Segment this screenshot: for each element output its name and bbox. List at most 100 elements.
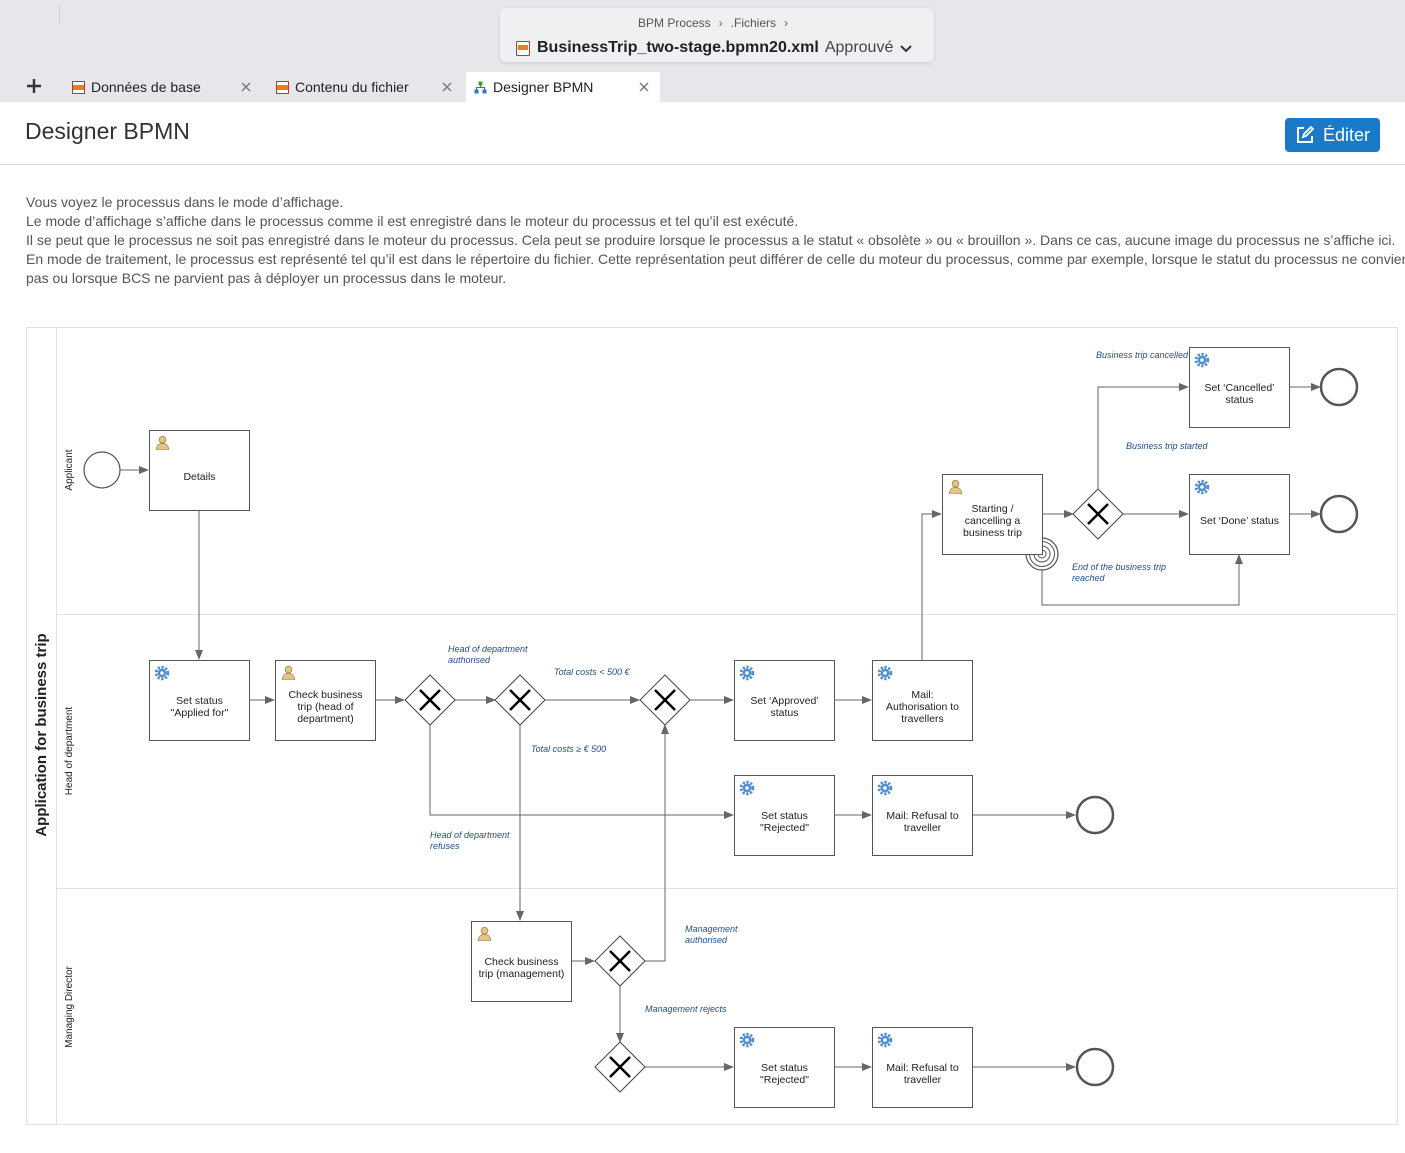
tasks: Details Set status "Applied for" Check b… — [149, 347, 1290, 1108]
user-task-check-management[interactable]: Check business trip (management) — [471, 921, 572, 1002]
end-event[interactable] — [1319, 367, 1359, 407]
file-selector[interactable]: BusinessTrip_two-stage.bpmn20.xml Approu… — [516, 38, 913, 58]
xml-file-icon — [276, 80, 289, 94]
flow-label: reached — [1072, 573, 1106, 583]
flow-label: Total costs < 500 € — [554, 667, 630, 677]
service-task-set-done[interactable]: Set ‘Done’ status — [1189, 474, 1290, 555]
tab-contenu-du-fichier[interactable]: Contenu du fichier — [270, 72, 463, 102]
pool: Application for business trip Applicant … — [26, 327, 1398, 1125]
task-label: Set status — [761, 810, 808, 822]
user-task-details[interactable]: Details — [149, 430, 250, 511]
task-label: Check business — [484, 956, 558, 968]
service-task-set-rejected[interactable]: Set status "Rejected" — [734, 775, 835, 856]
exclusive-gateway[interactable] — [494, 674, 546, 726]
lane-label-applicant: Applicant — [64, 449, 75, 490]
breadcrumb-item[interactable]: .Fichiers — [730, 16, 777, 30]
task-label: "Rejected" — [760, 1074, 809, 1086]
flow-label: authorised — [685, 935, 728, 945]
service-task-set-cancelled[interactable]: Set ‘Cancelled’ status — [1189, 347, 1290, 428]
user-task-check-head[interactable]: Check business trip (head of department) — [275, 660, 376, 741]
service-task-mail-refusal[interactable]: Mail: Refusal to traveller — [872, 1027, 973, 1108]
flow — [645, 724, 669, 962]
task-label: Check business — [288, 689, 362, 701]
close-icon[interactable] — [240, 81, 252, 93]
service-task-set-approved[interactable]: Set ‘Approved’ status — [734, 660, 835, 741]
description-line: Vous voyez le processus dans le mode d’a… — [26, 194, 344, 210]
description-line: pas ou lorsque BCS ne parvient pas à dép… — [26, 270, 507, 286]
edit-button-label: Éditer — [1322, 124, 1371, 145]
edit-icon — [1296, 125, 1315, 143]
task-label: "Rejected" — [760, 822, 809, 834]
task-label: Set ‘Cancelled’ — [1204, 382, 1274, 394]
close-icon[interactable] — [638, 81, 650, 93]
task-label: "Applied for" — [171, 707, 229, 719]
tab-label: Contenu du fichier — [295, 79, 409, 95]
chevron-right-icon: › — [718, 16, 723, 30]
edit-button[interactable]: Éditer — [1285, 118, 1380, 152]
breadcrumb: BPM Process›.Fichiers› — [500, 16, 934, 30]
flow-label: authorised — [448, 655, 491, 665]
task-label: travellers — [901, 713, 944, 725]
file-name: BusinessTrip_two-stage.bpmn20.xml — [537, 39, 819, 56]
flow-label: Head of department — [430, 830, 510, 840]
exclusive-gateway[interactable] — [1072, 488, 1124, 540]
flow-label: refuses — [430, 841, 460, 851]
flow — [1097, 383, 1189, 489]
file-title-card: BPM Process›.Fichiers› BusinessTrip_two-… — [500, 8, 934, 62]
task-label: Set ‘Approved’ — [750, 695, 818, 707]
lane-label-head-of-department: Head of department — [64, 707, 75, 796]
exclusive-gateway[interactable] — [639, 674, 691, 726]
service-task-set-rejected[interactable]: Set status "Rejected" — [734, 1027, 835, 1108]
task-label: Set status — [176, 695, 223, 707]
tab-designer-bpmn[interactable]: Designer BPMN — [466, 72, 660, 102]
task-label: Set ‘Done’ status — [1200, 515, 1279, 527]
description-line: Il se peut que le processus ne soit pas … — [26, 232, 1396, 248]
end-event[interactable] — [1075, 1047, 1115, 1087]
service-task-mail-authorisation[interactable]: Mail: Authorisation to travellers — [872, 660, 973, 741]
task-label: Starting / — [971, 503, 1013, 515]
add-tab-icon[interactable] — [24, 76, 44, 96]
flow-label: Head of department — [448, 644, 528, 654]
flow-label: Management rejects — [645, 1004, 727, 1014]
task-label: status — [1225, 394, 1253, 406]
tab-bar: Données de base Contenu du fichier Desig… — [0, 70, 1405, 102]
task-label: Mail: — [911, 689, 933, 701]
task-label: department) — [297, 713, 354, 725]
task-label: Mail: Refusal to — [886, 810, 959, 822]
start-event[interactable] — [83, 451, 121, 489]
flow-label: Management — [685, 924, 738, 934]
end-event[interactable] — [1319, 494, 1359, 534]
service-task-mail-refusal[interactable]: Mail: Refusal to traveller — [872, 775, 973, 856]
flow-label: Total costs ≥ € 500 — [531, 744, 606, 754]
header-divider — [0, 164, 1405, 165]
exclusive-gateway[interactable] — [594, 1041, 646, 1093]
flow — [429, 725, 734, 819]
breadcrumb-item[interactable]: BPM Process — [637, 16, 711, 30]
service-task-set-applied[interactable]: Set status "Applied for" — [149, 660, 250, 741]
exclusive-gateway[interactable] — [404, 674, 456, 726]
task-label: Details — [183, 471, 215, 483]
exclusive-gateway[interactable] — [594, 935, 646, 987]
user-task-start-cancel-trip[interactable]: Starting / cancelling a business trip — [942, 474, 1043, 555]
pool-label: Application for business trip — [33, 633, 50, 836]
bpmn-diagram: Application for business trip Applicant … — [26, 327, 1398, 1125]
flow-label: Business trip cancelled — [1096, 350, 1189, 360]
task-label: traveller — [904, 822, 942, 834]
task-label: trip (management) — [479, 968, 565, 980]
end-event[interactable] — [1075, 795, 1115, 835]
lane-label-managing-director: Managing Director — [64, 965, 75, 1047]
chevron-down-icon[interactable] — [899, 41, 913, 55]
flow — [1041, 554, 1243, 606]
header-divider — [59, 6, 60, 24]
task-label: cancelling a — [965, 515, 1021, 527]
page-title: Designer BPMN — [25, 118, 190, 144]
tab-label: Données de base — [91, 79, 201, 95]
task-label: Authorisation to — [886, 701, 959, 713]
close-icon[interactable] — [441, 81, 453, 93]
task-label: business trip — [963, 527, 1022, 539]
xml-file-icon — [72, 80, 85, 94]
flow-label: End of the business trip — [1072, 562, 1166, 572]
tab-donnees-de-base[interactable]: Données de base — [66, 72, 262, 102]
task-label: Mail: Refusal to — [886, 1062, 959, 1074]
file-status: Approuvé — [824, 39, 894, 56]
